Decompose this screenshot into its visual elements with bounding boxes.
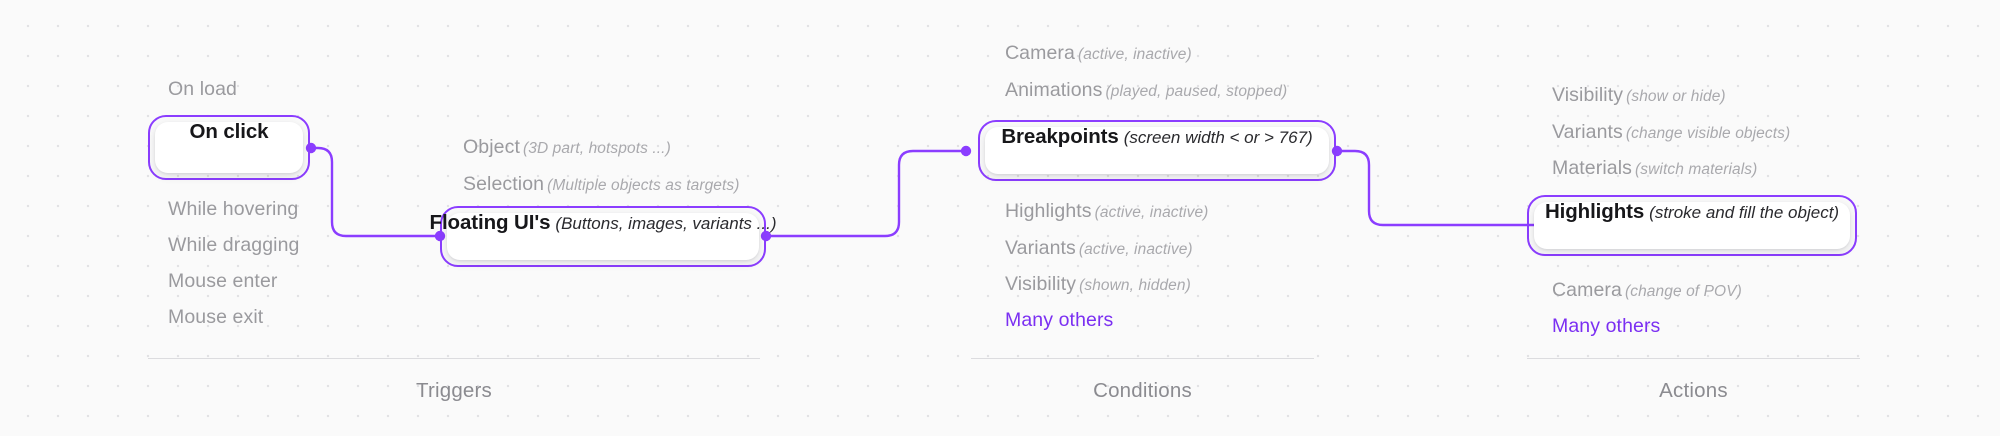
condition-item-hint: (played, paused, stopped) [1105,83,1288,100]
action-selected-hint: (stroke and fill the object) [1649,203,1840,222]
trigger-item-name: On load [168,78,237,100]
condition-item-name: Many others [1005,309,1114,331]
column-label-conditions: Conditions [1093,379,1192,402]
trigger-item-mouse-enter[interactable]: Mouse enter [168,270,278,292]
target-selected-name: Floating UI's [429,211,551,234]
condition-item-name: Highlights [1005,200,1092,222]
condition-item-name: Camera [1005,42,1075,64]
connector-floatingui-to-breakpoints [763,149,968,238]
condition-item-many-others[interactable]: Many others [1005,309,1114,331]
column-divider [148,358,760,359]
action-item-hint: (change visible objects) [1625,125,1791,142]
trigger-item-while-dragging[interactable]: While dragging [168,234,300,256]
card-inner: On click [155,120,303,173]
card-inner: Floating UI's(Buttons, images, variants … [430,212,777,260]
action-item-name: Many others [1552,315,1661,337]
condition-item-hint: (active, inactive) [1078,241,1193,258]
action-item-name: Visibility [1552,84,1624,106]
action-item-variants[interactable]: Variants(change visible objects) [1552,121,1791,143]
column-label-actions: Actions [1659,379,1728,402]
action-item-many-others[interactable]: Many others [1552,315,1661,337]
target-item-name: Selection [463,173,545,195]
condition-item-hint: (shown, hidden) [1079,277,1191,294]
condition-item-name: Animations [1005,79,1103,101]
action-item-hint: (switch materials) [1635,161,1758,178]
trigger-item-name: While hovering [168,198,299,220]
condition-item-name: Visibility [1005,273,1077,295]
target-item-object[interactable]: Object(3D part, hotspots ...) [463,136,671,158]
action-item-hint: (show or hide) [1626,88,1726,105]
target-item-selection[interactable]: Selection(Multiple objects as targets) [463,173,740,195]
action-item-camera[interactable]: Camera(change of POV) [1552,279,1742,301]
trigger-item-name: While dragging [168,234,300,256]
action-item-name: Variants [1552,121,1623,143]
column-footer-triggers: Triggers [148,358,760,402]
action-item-name: Materials [1552,157,1633,179]
action-item-visibility[interactable]: Visibility(show or hide) [1552,84,1726,106]
trigger-selected-on-click[interactable]: On click [148,115,310,180]
column-divider [971,358,1314,359]
action-item-name: Camera [1552,279,1622,301]
action-item-hint: (change of POV) [1624,283,1742,300]
condition-item-animations[interactable]: Animations(played, paused, stopped) [1005,79,1288,101]
column-label-triggers: Triggers [415,379,493,402]
column-footer-conditions: Conditions [971,358,1314,402]
condition-item-highlights[interactable]: Highlights(active, inactive) [1005,200,1209,222]
condition-item-variants[interactable]: Variants(active, inactive) [1005,237,1193,259]
condition-item-visibility[interactable]: Visibility(shown, hidden) [1005,273,1191,295]
card-inner: Breakpoints(screen width < or > 767) [985,125,1329,174]
action-item-materials[interactable]: Materials(switch materials) [1552,157,1758,179]
target-item-name: Object [463,136,520,158]
connector-onclick-to-floatingui [308,146,442,238]
connector-breakpoints-to-highlights [1334,149,1545,227]
trigger-item-mouse-exit[interactable]: Mouse exit [168,306,264,328]
column-footer-actions: Actions [1527,358,1860,402]
action-selected-name: Highlights [1544,200,1645,223]
trigger-item-name: Mouse exit [168,306,264,328]
condition-item-hint: (active, inactive) [1094,204,1209,221]
condition-item-name: Variants [1005,237,1076,259]
condition-selected-hint: (screen width < or > 767) [1123,128,1313,147]
condition-selected-breakpoints[interactable]: Breakpoints(screen width < or > 767) [978,120,1336,181]
action-selected-highlights[interactable]: Highlights(stroke and fill the object) [1527,195,1857,256]
trigger-item-on-load[interactable]: On load [168,78,240,100]
trigger-item-name: Mouse enter [168,270,278,292]
column-divider [1527,358,1860,359]
target-item-hint: (Multiple objects as targets) [547,177,740,194]
condition-item-camera[interactable]: Camera(active, inactive) [1005,42,1192,64]
condition-selected-name: Breakpoints [1001,125,1119,148]
trigger-item-while-hovering[interactable]: While hovering [168,198,299,220]
card-inner: Highlights(stroke and fill the object) [1534,200,1850,249]
target-item-hint: (3D part, hotspots ...) [522,140,671,157]
connector-dot-breakpoints-in [960,145,972,157]
trigger-selected-name: On click [189,120,269,143]
condition-item-hint: (active, inactive) [1077,46,1192,63]
target-selected-floating-uis[interactable]: Floating UI's(Buttons, images, variants … [430,206,777,267]
target-selected-hint: (Buttons, images, variants ...) [555,214,777,233]
